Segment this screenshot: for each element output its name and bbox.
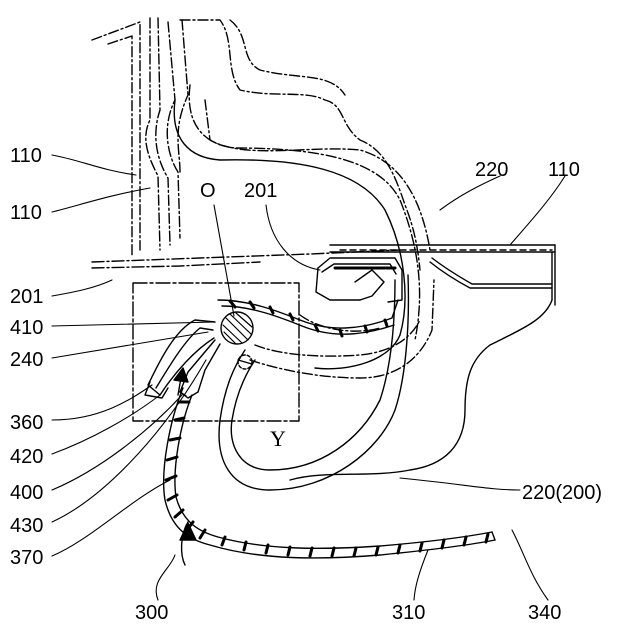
label-201-top: 201 — [244, 181, 277, 201]
label-110-lower: 110 — [10, 203, 42, 223]
label-360: 360 — [10, 413, 43, 433]
flap-220-200 — [219, 275, 408, 490]
flap-swing-arcs — [250, 280, 434, 378]
hatch-marks — [166, 301, 488, 556]
label-410: 410 — [10, 318, 43, 338]
arrows — [174, 368, 196, 565]
frame-members-upper — [92, 18, 430, 270]
label-400: 400 — [10, 483, 43, 503]
label-pivot-o: O — [200, 181, 216, 201]
hinge-bracket-201 — [316, 258, 402, 302]
label-430: 430 — [10, 516, 43, 536]
label-201-left: 201 — [10, 287, 43, 307]
label-110-upper: 110 — [10, 146, 42, 166]
label-110-right: 110 — [548, 160, 580, 180]
hinge-arms — [145, 320, 220, 398]
label-240: 240 — [10, 350, 43, 370]
label-370: 370 — [10, 548, 43, 568]
label-300: 300 — [135, 603, 168, 623]
pivot-o — [221, 312, 253, 369]
label-detail-y: Y — [270, 428, 286, 450]
label-310: 310 — [392, 603, 425, 623]
label-340: 340 — [528, 603, 561, 623]
label-220-top: 220 — [475, 160, 508, 180]
label-420: 420 — [10, 447, 43, 467]
label-220-200: 220(200) — [522, 483, 602, 503]
